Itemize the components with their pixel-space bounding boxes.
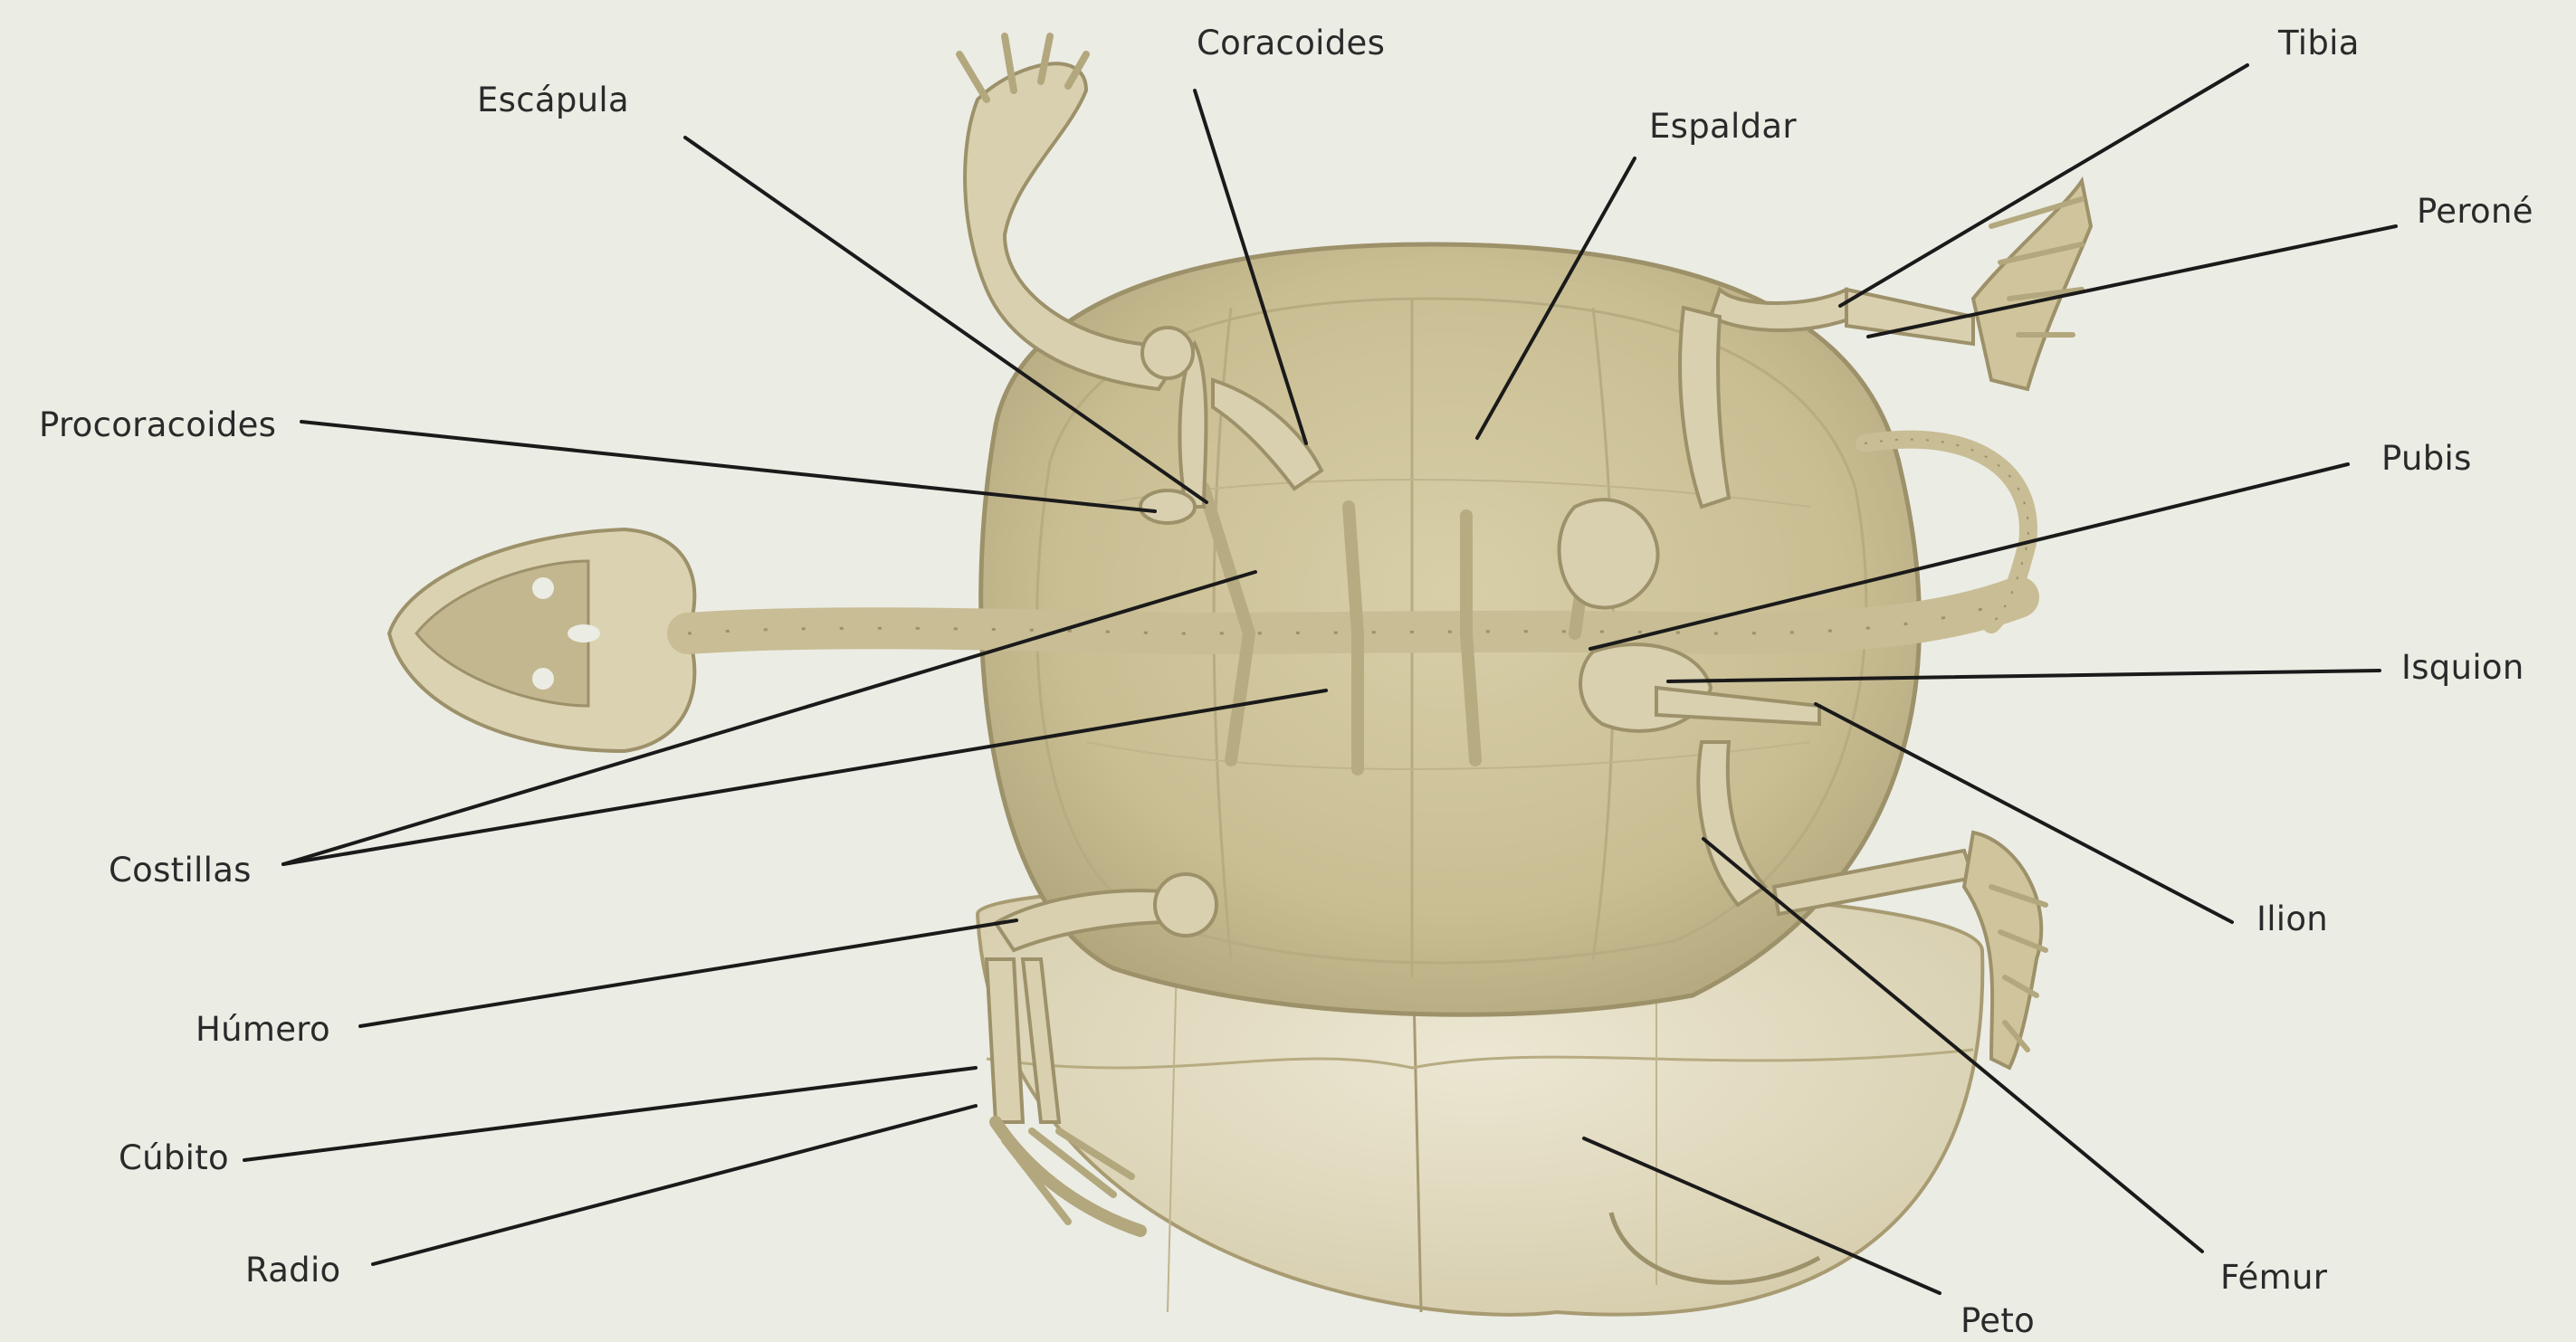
label-escapula: Escápula bbox=[477, 81, 629, 119]
label-procoracoides: Procoracoides bbox=[39, 405, 276, 444]
label-tibia: Tibia bbox=[2278, 24, 2360, 62]
leader-line-cubito bbox=[244, 1068, 976, 1160]
label-perone: Peroné bbox=[2417, 192, 2533, 231]
label-espaldar: Espaldar bbox=[1649, 107, 1797, 146]
leader-line-radio bbox=[373, 1106, 976, 1264]
front-upper-limb-shape bbox=[959, 36, 1193, 389]
label-ilion: Ilion bbox=[2256, 899, 2328, 938]
label-cubito: Cúbito bbox=[119, 1138, 229, 1177]
label-radio: Radio bbox=[245, 1251, 340, 1290]
label-coracoides: Coracoides bbox=[1197, 24, 1385, 62]
leader-line-humero bbox=[360, 920, 1016, 1026]
label-peto: Peto bbox=[1961, 1301, 2035, 1340]
label-pubis: Pubis bbox=[2381, 439, 2472, 478]
label-isquion: Isquion bbox=[2401, 648, 2524, 687]
label-costillas: Costillas bbox=[109, 851, 252, 890]
skull-shape bbox=[389, 529, 694, 751]
label-humero: Húmero bbox=[196, 1010, 330, 1049]
label-femur: Fémur bbox=[2220, 1258, 2327, 1297]
